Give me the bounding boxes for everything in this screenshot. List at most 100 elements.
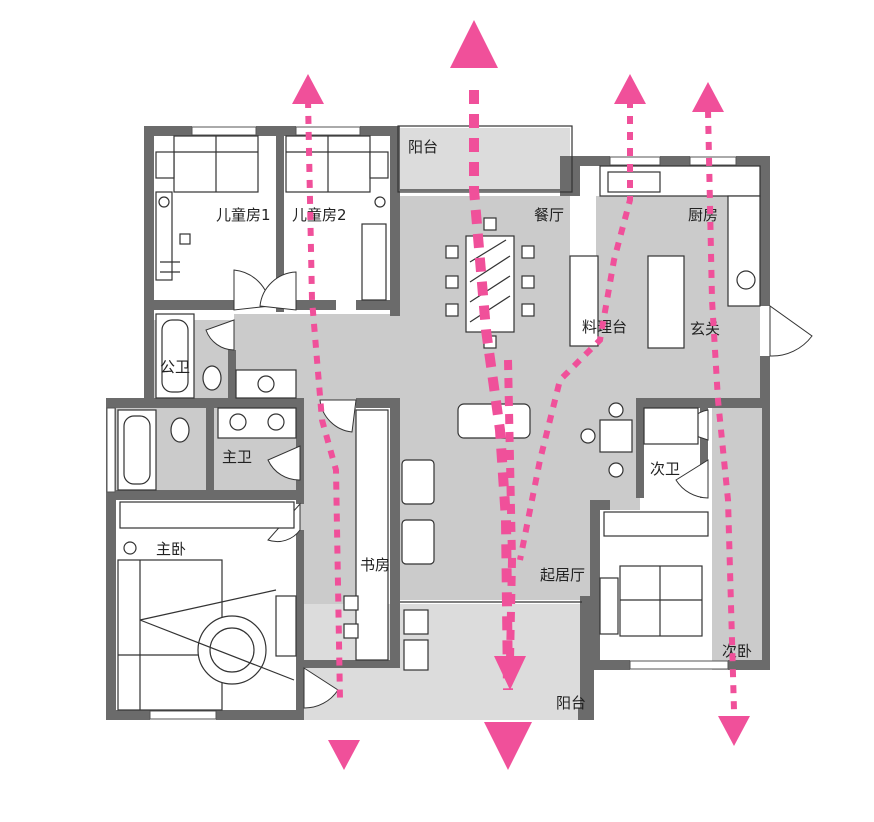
- walls: [106, 126, 770, 720]
- wall: [590, 660, 630, 670]
- label-kitchen: 厨房: [688, 206, 718, 224]
- arrow-head-up: [450, 20, 498, 68]
- tv-sightline: [139, 619, 295, 681]
- nightstand: [599, 577, 619, 635]
- wall: [300, 660, 400, 668]
- sink: [607, 171, 661, 193]
- wall: [296, 530, 304, 720]
- window: [609, 156, 661, 166]
- door-master-bath: [267, 445, 301, 481]
- wall: [216, 710, 304, 720]
- wall: [728, 660, 770, 670]
- label-kids-room-1: 儿童房1: [216, 206, 271, 224]
- furniture: [117, 135, 761, 711]
- wall: [106, 710, 150, 720]
- arrow-head-down: [484, 722, 532, 770]
- wall: [144, 300, 234, 310]
- wall: [660, 156, 690, 166]
- wall: [760, 156, 770, 306]
- laundry-sink: [403, 609, 429, 635]
- arrow-head-down: [328, 740, 360, 770]
- island: [647, 255, 685, 349]
- door-entrance: [769, 305, 813, 357]
- window: [191, 126, 257, 136]
- wall: [762, 398, 770, 670]
- wall: [760, 356, 770, 402]
- wardrobe: [603, 511, 709, 537]
- window: [629, 660, 729, 670]
- bathtub-inner: [161, 319, 189, 393]
- wall: [106, 398, 296, 408]
- wall: [356, 300, 400, 310]
- flow-line-right: [705, 109, 737, 711]
- wall: [296, 300, 336, 310]
- desk: [355, 409, 389, 661]
- bed: [619, 565, 703, 637]
- chair: [445, 303, 459, 317]
- second-bedroom-corridor: [712, 400, 762, 670]
- wardrobe: [119, 501, 295, 529]
- chair: [445, 245, 459, 259]
- wall: [206, 408, 214, 492]
- window: [295, 126, 361, 136]
- side-table: [599, 419, 633, 453]
- wall: [570, 156, 610, 166]
- window: [106, 407, 116, 493]
- label-second-bedroom: 次卧: [722, 642, 752, 660]
- chair: [521, 303, 535, 317]
- basin: [229, 413, 247, 431]
- flow-line-left: [305, 99, 343, 701]
- kitchen-side-counter: [727, 195, 761, 307]
- wall: [228, 350, 236, 402]
- wall: [144, 310, 154, 404]
- stool: [580, 428, 596, 444]
- wall: [144, 126, 192, 136]
- lamp: [158, 196, 170, 208]
- nightstand: [155, 151, 175, 179]
- wall: [276, 136, 284, 312]
- door-second-bedroom: [675, 459, 709, 499]
- chair: [521, 245, 535, 259]
- wall: [580, 596, 594, 720]
- arrow-head-up: [614, 74, 646, 104]
- label-living-room: 起居厅: [540, 566, 585, 584]
- desk: [155, 191, 173, 281]
- wardrobe: [361, 223, 387, 301]
- prep-counter: [569, 255, 599, 347]
- label-balcony-top: 阳台: [408, 138, 438, 156]
- wall: [106, 398, 116, 720]
- flow-arrows: [292, 20, 750, 770]
- chair: [343, 623, 359, 639]
- basin: [257, 375, 275, 393]
- wall: [636, 398, 770, 408]
- table-hatch: [469, 255, 511, 283]
- arrow-head-up: [692, 82, 724, 112]
- label-second-bath: 次卫: [650, 460, 680, 478]
- toilet: [202, 365, 222, 391]
- arrow-head-down: [494, 656, 526, 690]
- windows: [106, 125, 737, 720]
- label-master-bedroom: 主卧: [156, 540, 186, 558]
- arrow-head-down: [718, 716, 750, 746]
- chair: [483, 217, 497, 231]
- wall: [578, 708, 592, 720]
- flow-line-right-center: [517, 100, 633, 561]
- wall: [590, 500, 600, 670]
- shower: [643, 407, 699, 445]
- flow-line-center: [469, 90, 513, 691]
- stool: [608, 462, 624, 478]
- door-public-bath: [205, 319, 235, 351]
- wall: [390, 126, 400, 316]
- balcony-top-floor: [398, 128, 570, 192]
- dining-table: [465, 235, 515, 333]
- bathtub-inner: [123, 415, 151, 485]
- living-extend-floor: [590, 400, 640, 510]
- stool: [608, 402, 624, 418]
- lamp: [374, 196, 386, 208]
- lamp: [123, 541, 137, 555]
- label-master-bath: 主卫: [222, 448, 252, 466]
- basin: [267, 413, 285, 431]
- chair: [179, 233, 191, 245]
- door-kids-2: [259, 271, 297, 311]
